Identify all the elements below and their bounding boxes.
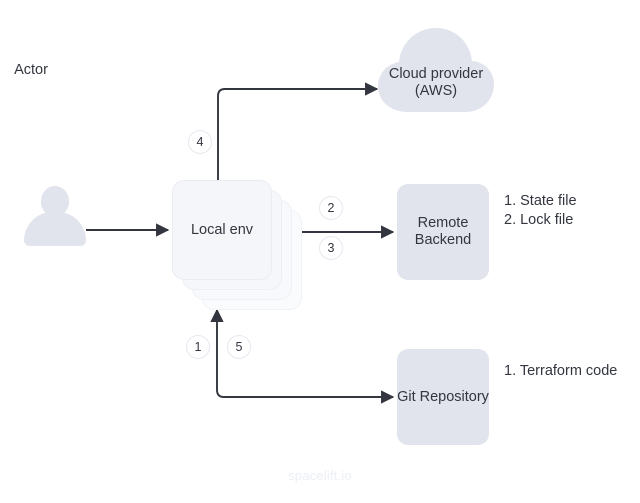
remote-backend-label-line1: Remote <box>417 215 469 231</box>
git-repository-label: Git Repository <box>397 388 489 405</box>
edge-local-env-to-cloud <box>217 82 379 180</box>
watermark: spacelift.io <box>288 468 352 483</box>
local-env-label: Local env <box>190 222 254 238</box>
actor-label: Actor <box>14 62 48 78</box>
git-repository-node <box>397 349 489 445</box>
step-badge-2: 2 <box>319 196 343 220</box>
person-icon-body <box>24 212 86 246</box>
local-env-card-1 <box>172 180 272 280</box>
cloud-provider-label-line2: (AWS) <box>414 83 458 99</box>
cloud-provider-label-line1: Cloud provider <box>388 66 484 82</box>
step-badge-5: 5 <box>227 335 251 359</box>
remote-backend-label-line2: Backend <box>414 232 472 248</box>
step-badge-1: 1 <box>186 335 210 359</box>
actor-node <box>24 186 86 260</box>
cloud-provider-node <box>378 28 494 112</box>
remote-backend-node <box>397 184 489 280</box>
git-repository-note: 1. Terraform code <box>504 363 618 379</box>
remote-backend-label: Remote Backend <box>397 184 489 280</box>
step-badge-3: 3 <box>319 236 343 260</box>
step-badge-4: 4 <box>188 130 212 154</box>
cloud-provider-label: Cloud provider (AWS) <box>375 66 497 100</box>
remote-backend-note: 1. State file 2. Lock file <box>504 193 577 228</box>
person-icon-head <box>41 186 69 216</box>
local-env-node: Local env <box>172 180 302 310</box>
